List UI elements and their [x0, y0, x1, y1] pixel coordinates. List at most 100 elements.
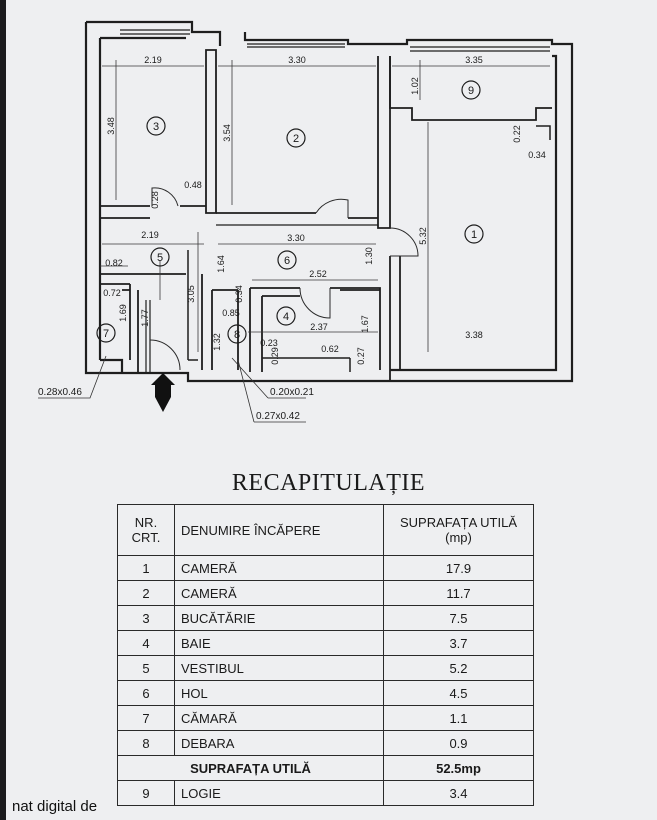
entrance-arrow	[151, 373, 175, 412]
total-value: 52.5mp	[383, 755, 534, 781]
row-nr: 5	[117, 655, 175, 681]
dim-0-23: 0.23	[260, 338, 278, 348]
dim-3-30-mid: 3.30	[287, 233, 305, 243]
dim-3-30-top: 3.30	[288, 55, 306, 65]
table-row: 2 CAMERĂ 11.7	[117, 580, 534, 606]
dim-3-38: 3.38	[465, 330, 483, 340]
dim-1-77: 1.77	[140, 309, 150, 327]
room-number-4: 4	[283, 311, 289, 323]
note-0-28x0-46: 0.28x0.46	[38, 387, 82, 398]
row-nr: 1	[117, 555, 175, 581]
row-area: 7.5	[383, 605, 534, 631]
header-nr-line2: CRT.	[131, 530, 161, 545]
room-number-6: 6	[284, 255, 290, 267]
table-row: 7 CĂMARĂ 1.1	[117, 705, 534, 731]
header-name: DENUMIRE ÎNCĂPERE	[174, 504, 384, 556]
total-label: SUPRAFAȚA UTILĂ	[117, 755, 384, 781]
row-nr: 6	[117, 680, 175, 706]
room-number-2: 2	[293, 133, 299, 145]
header-area: SUPRAFAȚA UTILĂ (mp)	[383, 504, 534, 556]
room-marker-6	[277, 250, 297, 270]
total-row: SUPRAFAȚA UTILĂ 52.5mp	[117, 755, 534, 781]
row-area: 0.9	[383, 730, 534, 756]
dim-1-32: 1.32	[212, 333, 222, 351]
dim-1-02: 1.02	[410, 77, 420, 95]
row-nr: 8	[117, 730, 175, 756]
room-marker-5	[150, 247, 170, 267]
dim-0-22: 0.22	[512, 125, 522, 143]
row-name: CAMERĂ	[174, 555, 384, 581]
room-number-1: 1	[471, 229, 477, 241]
dim-0-48: 0.48	[184, 180, 202, 190]
table-row: 5 VESTIBUL 5.2	[117, 655, 534, 681]
dim-3-48: 3.48	[106, 117, 116, 135]
table-row: 3 BUCĂTĂRIE 7.5	[117, 605, 534, 631]
room-number-7: 7	[103, 328, 109, 340]
row-area: 5.2	[383, 655, 534, 681]
dim-1-67: 1.67	[360, 315, 370, 333]
room-marker-1	[464, 224, 484, 244]
row-nr: 9	[117, 780, 175, 806]
note-0-20x0-21: 0.20x0.21	[270, 387, 314, 398]
dim-2-19-top: 2.19	[144, 55, 162, 65]
row-name: LOGIE	[174, 780, 384, 806]
row-area: 11.7	[383, 580, 534, 606]
room-marker-9	[461, 80, 481, 100]
door-swings	[149, 187, 419, 371]
room-markers	[96, 80, 484, 344]
row-nr: 4	[117, 630, 175, 656]
row-nr: 2	[117, 580, 175, 606]
row-nr: 7	[117, 705, 175, 731]
floor-plan: 1 2 3 4 5 6 7 8 9 2.19 3.30 3.35 3.48 3.…	[38, 20, 574, 423]
dim-5-32: 5.32	[418, 227, 428, 245]
row-nr: 3	[117, 605, 175, 631]
dim-0-29: 0.29	[270, 347, 280, 365]
row-area: 17.9	[383, 555, 534, 581]
dim-2-19-mid: 2.19	[141, 230, 159, 240]
note-0-27x0-42: 0.27x0.42	[256, 411, 300, 422]
dim-3-54: 3.54	[222, 124, 232, 142]
dimension-lines	[100, 60, 550, 352]
table-row: 1 CAMERĂ 17.9	[117, 555, 534, 581]
header-nr-line1: NR.	[134, 515, 158, 530]
recap-header-row: NR. CRT. DENUMIRE ÎNCĂPERE SUPRAFAȚA UTI…	[117, 504, 534, 556]
table-row: 6 HOL 4.5	[117, 680, 534, 706]
row-name: BAIE	[174, 630, 384, 656]
row-name: HOL	[174, 680, 384, 706]
dim-2-52: 2.52	[309, 269, 327, 279]
screen-edge	[0, 0, 6, 820]
header-area-line1: SUPRAFAȚA UTILĂ	[399, 515, 518, 530]
dim-0-82: 0.82	[105, 258, 123, 268]
room-number-9: 9	[468, 85, 474, 97]
bottom-overlay-text: nat digital de	[12, 798, 98, 815]
table-row: 4 BAIE 3.7	[117, 630, 534, 656]
dim-1-64: 1.64	[216, 255, 226, 273]
dim-3-05: 3.05	[186, 285, 196, 303]
row-name: CAMERĂ	[174, 580, 384, 606]
room-number-5: 5	[157, 252, 163, 264]
walls	[84, 20, 574, 383]
row-area: 3.4	[383, 780, 534, 806]
row-name: BUCĂTĂRIE	[174, 605, 384, 631]
room-number-3: 3	[153, 121, 159, 133]
dim-1-69: 1.69	[118, 304, 128, 322]
room-number-8: 8	[234, 329, 240, 341]
row-name: DEBARA	[174, 730, 384, 756]
table-row: 8 DEBARA 0.9	[117, 730, 534, 756]
dim-1-30: 1.30	[364, 247, 374, 265]
room-marker-7	[96, 323, 116, 343]
dim-0-85: 0.85	[222, 308, 240, 318]
dim-0-72: 0.72	[103, 288, 121, 298]
header-nr: NR. CRT.	[117, 504, 175, 556]
recap-title: RECAPITULAȚIE	[231, 470, 426, 496]
dim-0-62: 0.62	[321, 344, 339, 354]
dim-2-37: 2.37	[310, 322, 328, 332]
dim-0-34-right: 0.34	[528, 150, 546, 160]
row-name: VESTIBUL	[174, 655, 384, 681]
partial-row: 9 LOGIE 3.4	[117, 780, 534, 806]
header-area-line2: (mp)	[445, 530, 472, 545]
room-marker-4	[276, 306, 296, 326]
room-marker-8	[227, 324, 247, 344]
recap-table: NR. CRT. DENUMIRE ÎNCĂPERE SUPRAFAȚA UTI…	[117, 504, 534, 806]
room-marker-2	[286, 128, 306, 148]
